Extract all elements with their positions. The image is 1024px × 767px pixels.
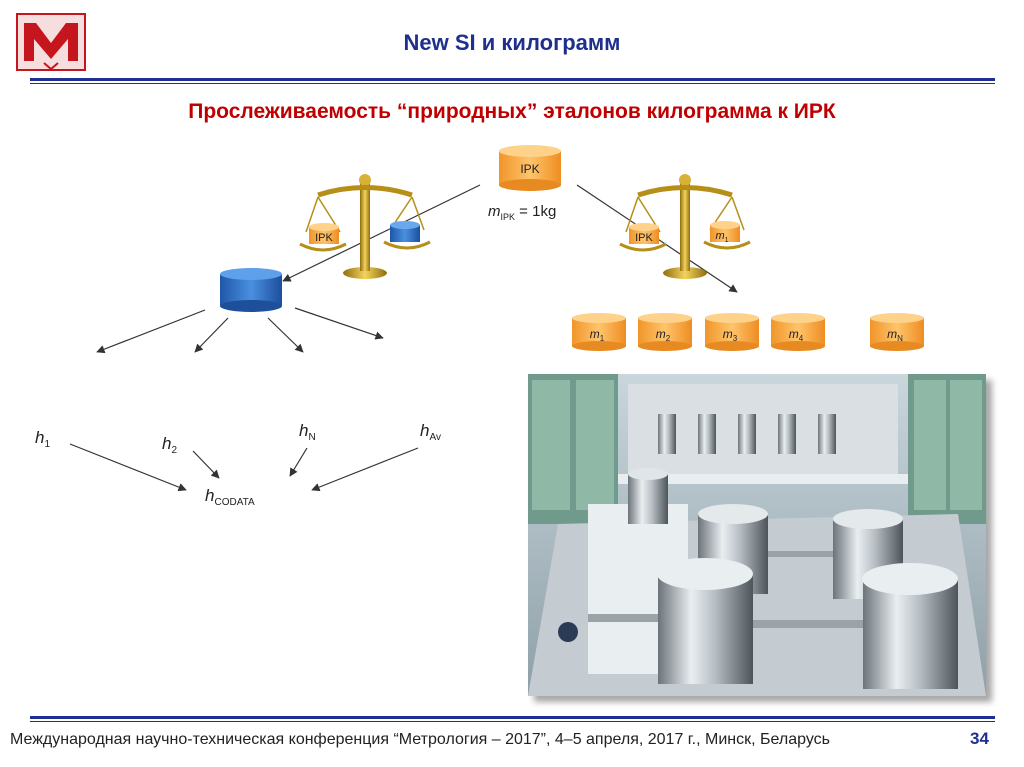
mass-m4: m4	[771, 313, 825, 351]
svg-text:mN: mN	[887, 327, 903, 343]
ipk-label: IPK	[520, 162, 539, 176]
arrow-hN	[289, 447, 308, 477]
mass-mN: mN	[870, 313, 924, 351]
h-2-label: h2	[162, 434, 177, 456]
lab-photo	[528, 374, 986, 696]
page-number: 34	[970, 729, 989, 748]
arrow-h1	[69, 443, 187, 492]
slide-subtitle: Прослеживаемость “природных” эталонов ки…	[188, 100, 836, 123]
balance-scale-left: IPK	[299, 174, 431, 279]
mass-row: m1 m2 m3 m4 mN	[572, 313, 924, 351]
ipk-weight: IPK	[499, 145, 561, 191]
h-codata-label: hCODATA	[205, 486, 255, 508]
arrow-blue-3	[267, 317, 304, 353]
footer-rule	[30, 716, 995, 719]
footer-rule-thin	[30, 721, 995, 722]
h-1-label: h1	[35, 428, 50, 450]
h-N-label: hN	[299, 421, 316, 443]
arrow-h2	[192, 450, 220, 479]
org-logo	[16, 13, 86, 71]
arrow-ipk-to-blue	[282, 184, 481, 282]
mass-m3: m3	[705, 313, 759, 351]
right-pan-label-m1: m1	[715, 230, 728, 244]
svg-text:m3: m3	[723, 327, 738, 343]
svg-text:m2: m2	[656, 327, 671, 343]
mass-m2: m2	[638, 313, 692, 351]
right-pan-label-ipk: IPK	[635, 232, 653, 244]
h-Av-label: hAv	[420, 421, 441, 443]
header-rule-thin	[30, 83, 995, 84]
arrow-blue-2	[194, 317, 229, 353]
arrow-hAv	[311, 447, 419, 492]
mass-m1: m1	[572, 313, 626, 351]
blue-weight	[220, 268, 282, 312]
balance-scale-right: IPK m1	[619, 174, 751, 279]
slide-title: New SI и килограмм	[403, 30, 621, 55]
svg-text:m1: m1	[590, 327, 605, 343]
arrow-blue-1	[96, 309, 206, 354]
ipk-equation: mIPK = 1kg	[488, 203, 556, 222]
footer-conference: Международная научно-техническая конфере…	[10, 731, 830, 748]
left-pan-label-ipk: IPK	[315, 232, 333, 244]
header-rule	[30, 78, 995, 81]
svg-text:m4: m4	[789, 327, 804, 343]
arrow-blue-4	[294, 307, 384, 340]
